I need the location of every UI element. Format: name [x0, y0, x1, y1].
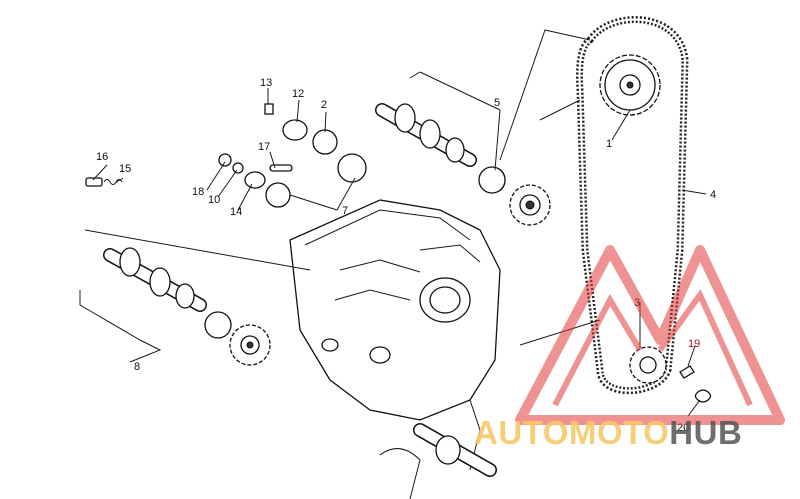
bearing-7a — [337, 153, 367, 183]
callout-1: 1 — [606, 138, 612, 150]
callout-5: 5 — [494, 97, 500, 109]
callout-4: 4 — [710, 189, 716, 201]
lower-sprocket — [629, 346, 667, 384]
callout-12: 12 — [292, 88, 304, 100]
callout-labels: 1 2 3 4 5 7 8 10 12 13 14 15 16 17 18 19… — [96, 77, 716, 434]
logo-inner-stroke-left — [552, 293, 643, 407]
cam-sprocket-left — [229, 324, 271, 366]
cap-12 — [282, 119, 308, 141]
callout-15: 15 — [119, 163, 131, 175]
slider-19 — [679, 365, 695, 379]
pin-17 — [269, 164, 293, 172]
cylinder-head — [289, 199, 501, 471]
bearing-8 — [204, 311, 232, 339]
callout-7: 7 — [342, 205, 348, 217]
screw-16 — [85, 177, 103, 187]
crankshaft — [379, 423, 497, 499]
watermark-text: AUTOMOTOHUB — [474, 416, 742, 449]
washer-10 — [232, 162, 244, 174]
callout-14: 14 — [230, 206, 242, 218]
logo-inner-stroke-right — [657, 289, 753, 407]
small-parts — [85, 103, 712, 403]
logo-triangle-shape — [515, 245, 785, 425]
callout-2: 2 — [321, 99, 327, 111]
watermark-logo — [515, 245, 785, 425]
bolt-13 — [264, 103, 274, 115]
callout-10: 10 — [208, 194, 220, 206]
spring-20 — [694, 389, 712, 403]
lever-14 — [244, 171, 266, 189]
leader-lines — [79, 29, 707, 417]
watermark-text-part1: AUTOMOTO — [474, 414, 670, 451]
callout-8: 8 — [134, 361, 140, 373]
callout-18: 18 — [192, 186, 204, 198]
ring-18 — [218, 153, 232, 167]
callout-19: 19 — [688, 338, 700, 350]
bearing-5 — [478, 166, 506, 194]
watermark-text-part2: HUB — [669, 414, 743, 451]
upper-sprocket — [599, 54, 661, 116]
bearing-7b — [265, 182, 291, 208]
bearing-2 — [312, 129, 338, 155]
cam-sprocket-right — [509, 184, 551, 226]
callout-17: 17 — [258, 141, 270, 153]
camshaft-lower — [103, 247, 229, 338]
callout-13: 13 — [260, 77, 272, 89]
timing-chain — [576, 16, 689, 395]
callout-16: 16 — [96, 151, 108, 163]
